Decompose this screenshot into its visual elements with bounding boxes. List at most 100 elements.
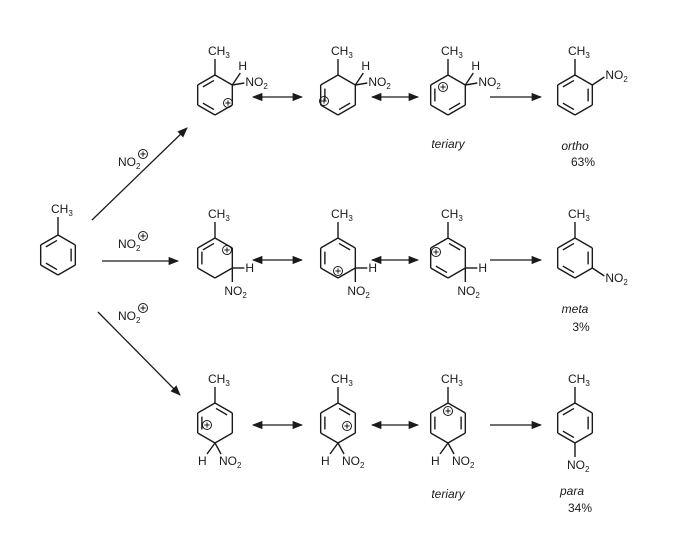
methyl-label: CH3 <box>568 372 590 388</box>
double-bond <box>338 407 351 416</box>
ring-bond <box>447 237 466 249</box>
carbocation-charge <box>438 82 448 92</box>
hydrogen-label: H <box>321 454 330 468</box>
ortho-tertiary-caption: teriary <box>431 137 465 151</box>
ring-bond <box>557 104 576 116</box>
ortho-product-ring <box>556 59 605 116</box>
carbocation-charge <box>222 245 232 255</box>
carbocation-charge <box>223 98 233 108</box>
double-bond <box>448 242 461 251</box>
nitro-bond <box>214 442 222 455</box>
nitro-label: NO2 <box>347 284 370 300</box>
nitro-bond <box>337 442 345 455</box>
ring-bond <box>40 264 59 276</box>
nitro-label: NO2 <box>342 454 365 470</box>
nitro-label: NO2 <box>245 75 268 91</box>
ring-bond <box>337 402 356 414</box>
methyl-label: CH3 <box>568 207 590 223</box>
methyl-label: CH3 <box>208 44 230 60</box>
para-intermediate-3 <box>429 387 467 455</box>
meta-intermediate-3 <box>429 222 478 282</box>
nitro-bond <box>591 267 605 277</box>
methyl-label: CH3 <box>441 372 463 388</box>
nitro-bond <box>355 82 368 86</box>
nitronium-charge <box>138 149 148 159</box>
ring-bond <box>214 432 233 444</box>
double-bond <box>45 262 58 271</box>
ring-bond <box>197 104 216 116</box>
hydrogen-bond <box>329 442 339 455</box>
arrows-layer <box>91 92 543 430</box>
ring-bond <box>557 74 576 86</box>
hydrogen-bond <box>464 72 474 86</box>
nitronium-charge <box>138 231 148 241</box>
carbocation-charge <box>319 96 329 106</box>
ring-bond <box>320 432 339 444</box>
hydrogen-label: H <box>198 454 207 468</box>
nitro-bond <box>447 442 455 455</box>
ring-bond <box>320 267 339 279</box>
ring-bond <box>430 104 449 116</box>
meta-yield: 3% <box>572 320 590 334</box>
ortho-intermediate-2 <box>319 59 368 116</box>
double-bond <box>338 102 351 111</box>
meta-intermediate-1 <box>196 222 245 282</box>
ring-bond <box>557 267 576 279</box>
double-bond <box>202 102 215 111</box>
hydrogen-label: H <box>368 261 377 275</box>
nitro-bond <box>465 82 478 86</box>
methyl-label: CH3 <box>441 44 463 60</box>
methyl-label: CH3 <box>331 372 353 388</box>
ring-bond <box>320 402 339 414</box>
methyl-label: CH3 <box>331 207 353 223</box>
labels-layer: CH3CH3HNO2CH3HNO2CH3HNO2CH3NO2CH3HNO2CH3… <box>51 44 628 515</box>
ring-bond <box>337 104 356 116</box>
ring-bond <box>557 402 576 414</box>
ring-bond <box>214 402 233 414</box>
ring-bond <box>430 237 449 249</box>
carbocation-charge <box>202 420 212 430</box>
ring-bond <box>214 267 233 279</box>
ring-bond <box>197 74 216 86</box>
meta-intermediate-2 <box>319 222 368 282</box>
double-bond <box>562 102 575 111</box>
hydrogen-label: H <box>431 454 440 468</box>
nitronium-label: NO2 <box>118 155 141 171</box>
hydrogen-bond <box>439 442 449 455</box>
hydrogen-label: H <box>238 59 247 73</box>
double-bond <box>562 79 575 88</box>
ring-bond <box>57 234 76 246</box>
carbocation-charge <box>342 421 352 431</box>
carbocation-charge <box>443 406 453 416</box>
para-yield: 34% <box>568 501 592 515</box>
ring-bond <box>447 104 466 116</box>
ring-bond <box>574 267 593 279</box>
ring-bond <box>57 264 76 276</box>
ring-bond <box>430 402 449 414</box>
ring-bond <box>337 432 356 444</box>
ring-bond <box>197 432 216 444</box>
nitro-label: NO2 <box>457 284 480 300</box>
nitro-label: NO2 <box>224 284 247 300</box>
ring-bond <box>197 402 216 414</box>
ortho-yield: 63% <box>571 155 595 169</box>
hydrogen-label: H <box>361 59 370 73</box>
methyl-label: CH3 <box>208 207 230 223</box>
ring-bond <box>40 234 59 246</box>
hydrogen-bond <box>354 72 364 86</box>
ring-bond <box>557 237 576 249</box>
ring-bond <box>214 74 233 86</box>
double-bond <box>202 79 215 88</box>
nitronium-label: NO2 <box>118 309 141 325</box>
double-bond <box>338 242 351 251</box>
meta-product-name: meta <box>562 302 589 316</box>
nitro-bond <box>591 76 605 86</box>
double-bond <box>435 265 448 274</box>
ring-bond <box>337 267 356 279</box>
nitronium-charge <box>138 303 148 313</box>
methyl-label: CH3 <box>208 372 230 388</box>
ortho-product-name: ortho <box>561 139 589 153</box>
ring-bond <box>430 74 449 86</box>
methyl-label: CH3 <box>568 44 590 60</box>
